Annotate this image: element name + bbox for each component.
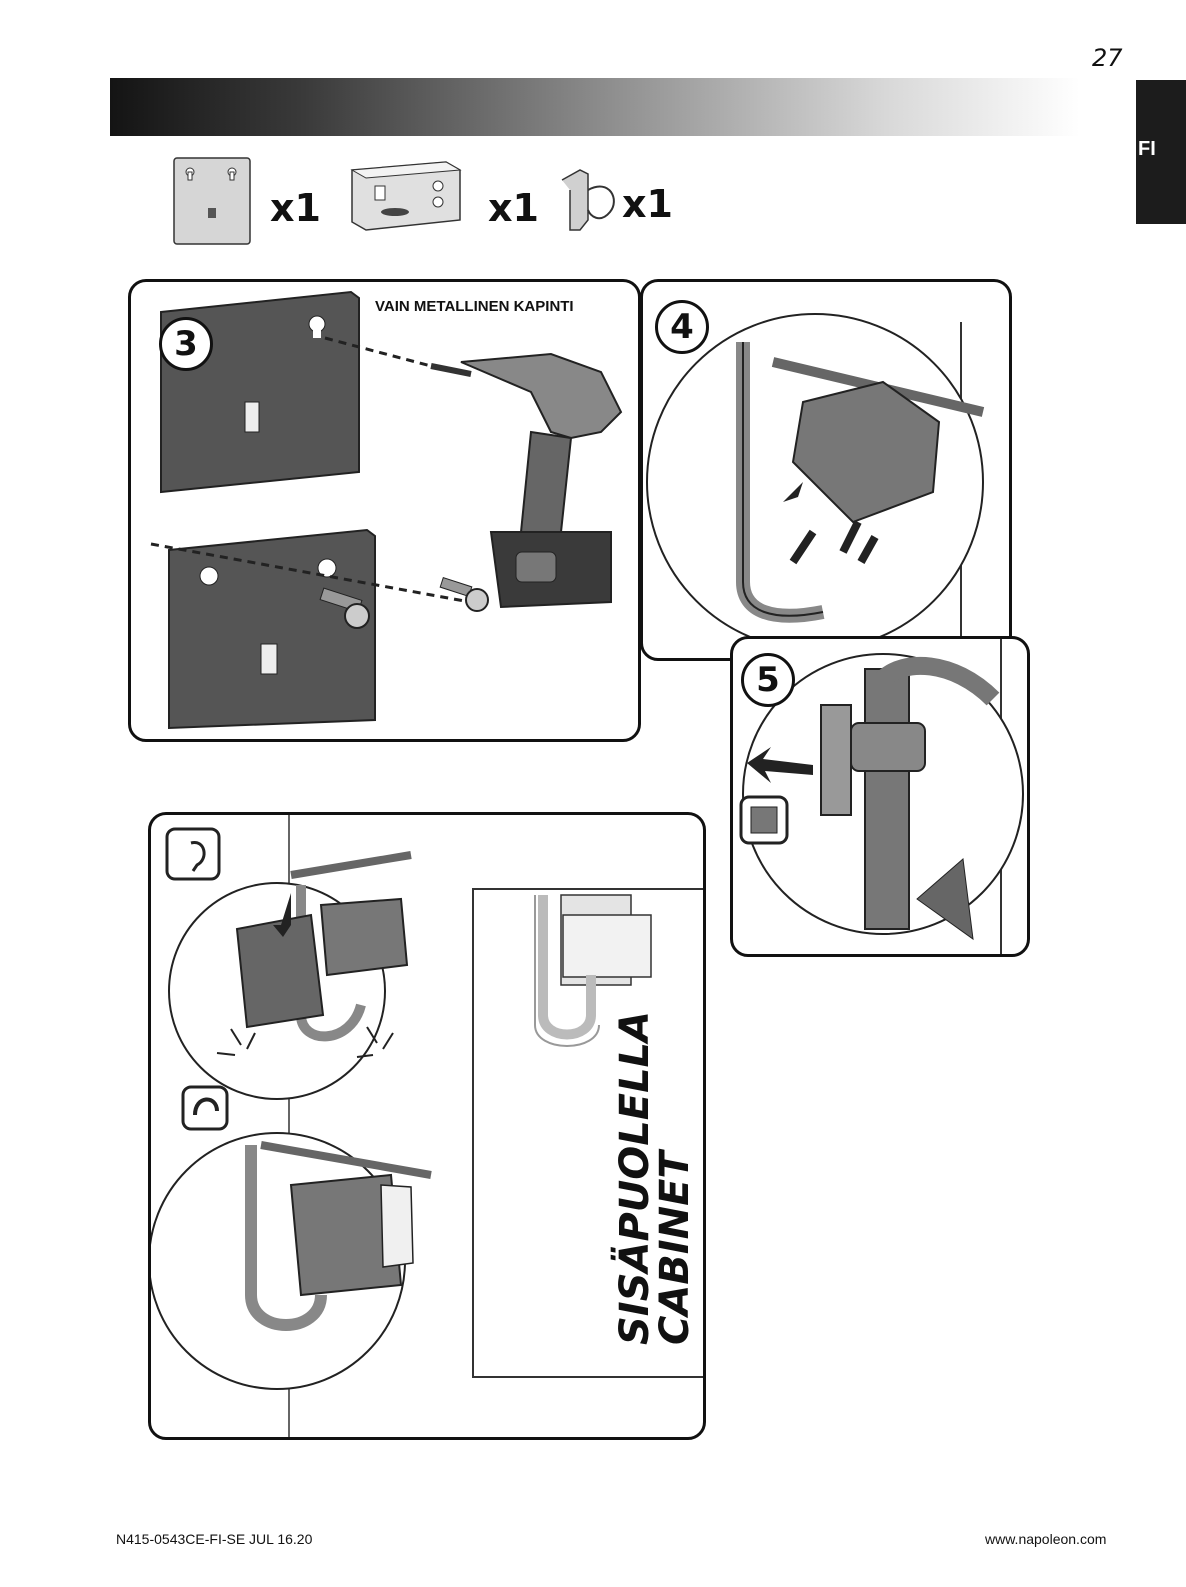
module-quantity: x1 (488, 186, 539, 230)
clip-shape (821, 705, 851, 815)
bracket-quantity: x1 (270, 186, 321, 230)
step-4-number: 4 (655, 300, 709, 354)
footer-doc-code: N415-0543CE-FI-SE JUL 16.20 (116, 1531, 312, 1547)
step-3-panel: 3 VAIN METALLINEN KAPINTI (128, 279, 641, 742)
step-5-panel: 5 (730, 636, 1030, 957)
cabinet-label-line2: CABINET (655, 1055, 695, 1345)
clip-quantity: x1 (622, 182, 673, 226)
drill-icon (431, 354, 621, 607)
language-tab-label: FI (1138, 138, 1156, 161)
step-4-panel: 4 (640, 279, 1012, 661)
parts-list: x1 x1 x1 (170, 150, 690, 250)
header-gradient-bar (110, 78, 1080, 136)
step-5-number: 5 (741, 653, 795, 707)
cabinet-label-line1: SISÄPUOLELLA (615, 1055, 655, 1345)
step-3-number: 3 (159, 317, 213, 371)
language-tab: FI (1136, 80, 1186, 224)
control-module-icon (352, 162, 460, 230)
parts-illustration (170, 150, 690, 250)
bracket-on-wall-bottom (169, 530, 375, 728)
footer-website-link[interactable]: www.napoleon.com (985, 1531, 1106, 1547)
pipe-clip-icon (562, 170, 614, 230)
mounting-bracket-icon (174, 158, 250, 244)
corner-clip-icon (751, 807, 777, 833)
module-shape (321, 899, 407, 975)
step-3-note: VAIN METALLINEN KAPINTI (375, 298, 574, 315)
cabinet-label: SISÄPUOLELLA CABINET (610, 1060, 700, 1350)
page-number: 27 (1092, 44, 1123, 72)
pipe-shape (865, 669, 909, 929)
